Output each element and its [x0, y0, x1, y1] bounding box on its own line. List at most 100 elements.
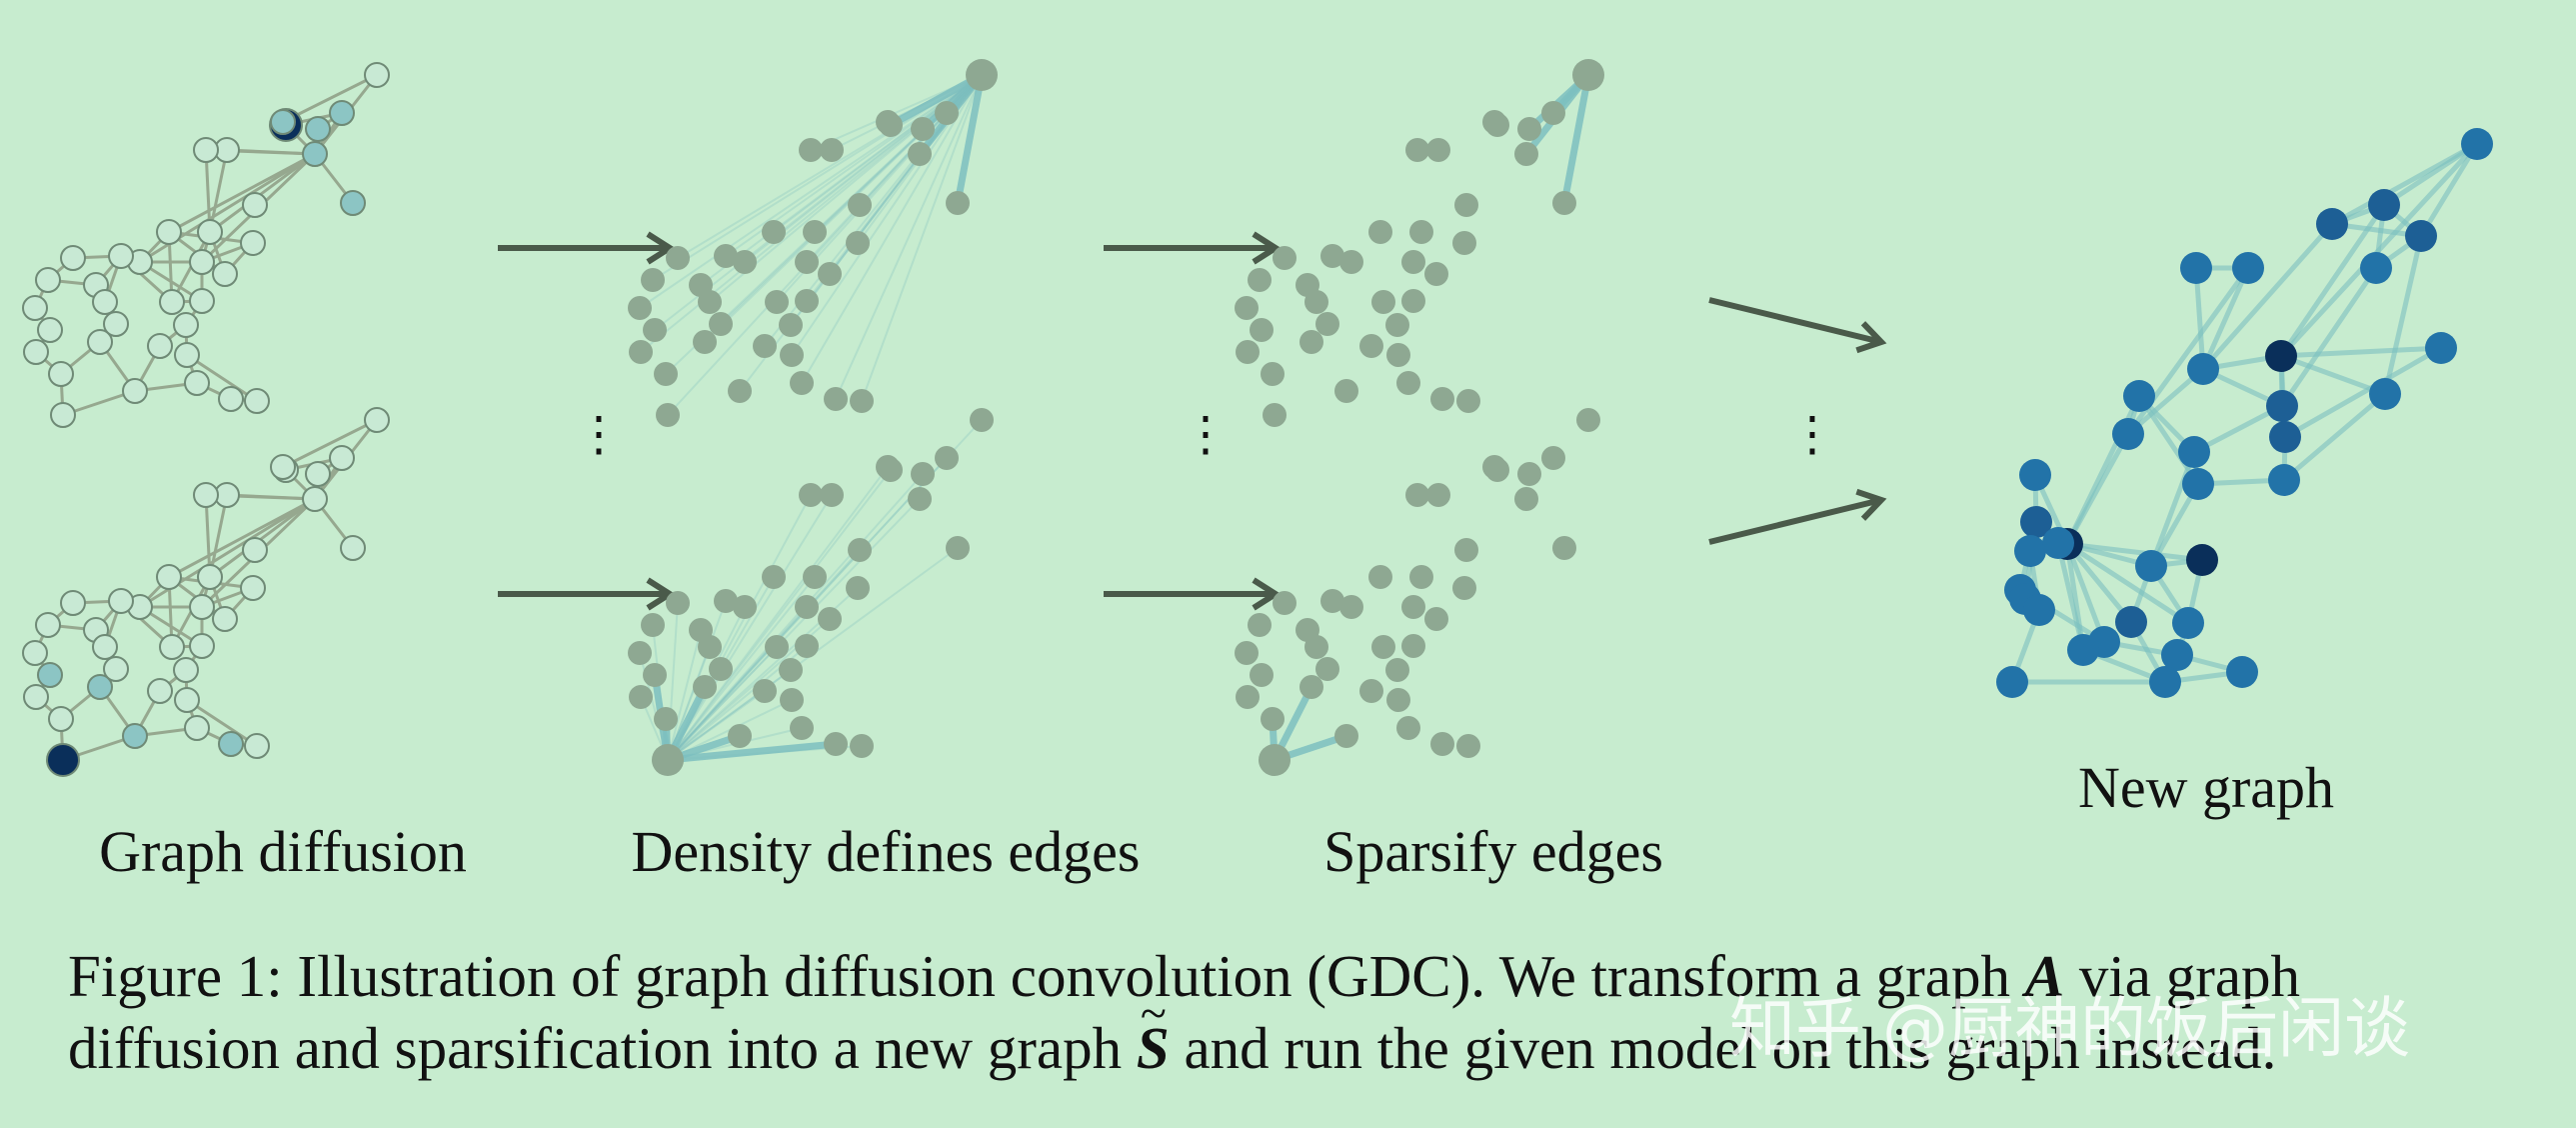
grey-node [641, 613, 665, 637]
graph-edge [209, 497, 316, 579]
grey-node [628, 641, 652, 665]
grey-node [765, 635, 789, 659]
graph-node [189, 249, 215, 275]
graph-node [218, 731, 244, 757]
grey-node [1424, 607, 1448, 631]
graph-edge [204, 494, 212, 578]
grey-node [628, 296, 652, 320]
new-graph-edge [2279, 266, 2379, 408]
graph-node [147, 678, 173, 704]
grey-node [1482, 455, 1506, 479]
grey-node [1273, 591, 1296, 615]
grey-node [824, 387, 848, 411]
new-graph-node [2268, 464, 2300, 496]
caption-line-2: diffusion and sparsification into a new … [68, 978, 2507, 1084]
new-graph-edge [2283, 345, 2443, 440]
graph-node [173, 657, 199, 683]
density-edge [887, 74, 983, 123]
graph-node [46, 743, 80, 777]
grey-node [1386, 688, 1410, 712]
density-edge [667, 606, 808, 761]
arrow-top-1-head [646, 231, 676, 265]
grey-node [795, 595, 819, 619]
caption-text: and run the given model on this graph in… [1169, 1015, 2277, 1081]
grey-node [1396, 371, 1420, 395]
graph-node [174, 687, 200, 713]
grey-node [629, 685, 653, 709]
grey-node [698, 635, 722, 659]
grey-node [818, 262, 842, 286]
graph-edge [139, 497, 316, 609]
density-edge [667, 576, 816, 761]
new-graph-edge [2055, 542, 2086, 651]
grey-node [641, 268, 665, 292]
density-edge [667, 646, 711, 761]
new-graph-node [2226, 656, 2258, 688]
new-graph-edge [2280, 345, 2442, 359]
new-graph-node [2115, 606, 2147, 638]
ellipsis-1: ⋮ [575, 406, 623, 462]
graph-node [92, 634, 118, 660]
grey-node [1248, 268, 1272, 292]
graph-edge [204, 149, 212, 233]
grey-node [1261, 362, 1285, 386]
graph-node [35, 267, 61, 293]
new-graph-edge [2201, 222, 2334, 371]
grey-node [656, 403, 680, 427]
grey-node [1368, 565, 1392, 589]
grey-node [1339, 250, 1363, 274]
grey-node [1320, 244, 1344, 268]
new-graph-edge [2065, 542, 2133, 624]
ellipsis-2: ⋮ [1182, 406, 1230, 462]
new-graph-node [2368, 189, 2400, 221]
grey-node [1541, 101, 1565, 125]
grey-node [1261, 707, 1285, 731]
graph-node [329, 445, 355, 471]
new-graph-edge [2148, 451, 2197, 567]
grey-node [803, 220, 827, 244]
grey-node [693, 330, 717, 354]
new-graph-node [2425, 332, 2457, 364]
density-edge [801, 74, 983, 384]
caption-text: Figure 1: Illustration of graph diffusio… [68, 943, 2025, 1009]
grey-node [1320, 589, 1344, 613]
grey-node [1401, 595, 1425, 619]
grey-node [753, 679, 777, 703]
graph-node [147, 333, 173, 359]
new-graph-edge [2064, 432, 2131, 546]
grey-node [1235, 296, 1259, 320]
grey-node [946, 191, 970, 215]
density-edge [639, 74, 983, 309]
grey-node [765, 290, 789, 314]
graph-node [23, 684, 49, 710]
grey-node [911, 462, 935, 486]
grey-node [1235, 641, 1259, 665]
grey-node [1299, 330, 1323, 354]
grey-node [1401, 289, 1425, 313]
grey-node [779, 658, 803, 682]
graph-node [364, 62, 390, 88]
grey-node [780, 688, 804, 712]
new-graph-node [2112, 418, 2144, 450]
grey-node [1334, 379, 1358, 403]
grey-node [799, 138, 823, 162]
graph-node [156, 219, 182, 245]
graph-node [108, 243, 134, 269]
grey-node [824, 732, 848, 756]
grey-node [876, 455, 900, 479]
new-graph-node [2172, 607, 2204, 639]
grey-node [1371, 290, 1395, 314]
grey-node [709, 312, 733, 336]
new-graph-edge [2382, 235, 2424, 395]
new-graph-node [2316, 208, 2348, 240]
graph-node [270, 109, 296, 135]
density-edge [954, 74, 986, 204]
density-edge [861, 74, 983, 402]
grey-node [779, 313, 803, 337]
graph-node [50, 402, 76, 428]
graph-edge [168, 497, 316, 579]
graph-node [60, 245, 86, 271]
symbol-s-tilde: S [1137, 978, 1170, 1084]
new-graph-node [2369, 378, 2401, 410]
